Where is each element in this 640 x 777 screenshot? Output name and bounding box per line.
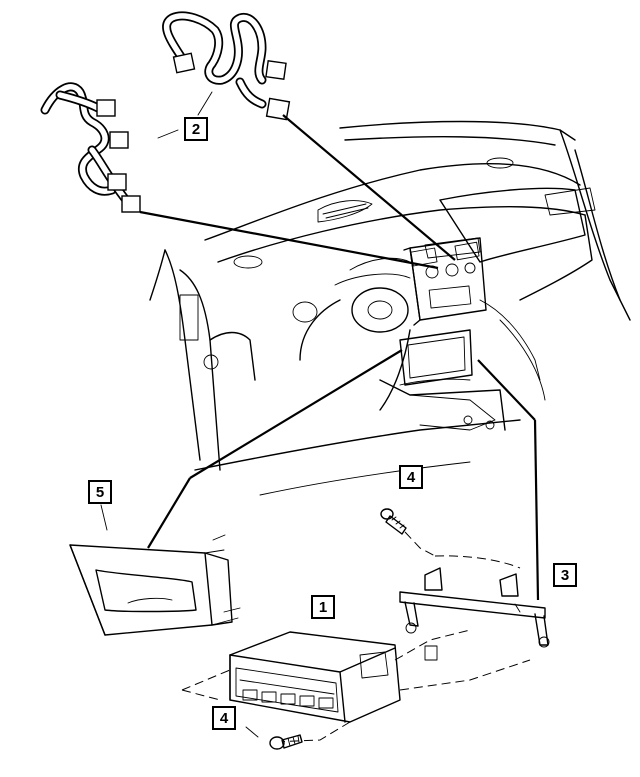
- wiring-harness-upper: [162, 11, 291, 121]
- svg-text:5: 5: [96, 484, 104, 501]
- svg-text:2: 2: [192, 121, 200, 138]
- radio-part-1: [181, 629, 531, 743]
- wiring-harness-lower: [40, 82, 141, 213]
- bezel-part-5: [69, 534, 241, 636]
- svg-text:4: 4: [407, 469, 416, 486]
- svg-text:1: 1: [319, 599, 327, 616]
- svg-text:3: 3: [561, 567, 569, 584]
- svg-text:4: 4: [220, 710, 229, 727]
- callout-4-bottom: 4: [212, 706, 236, 730]
- callout-1: 1: [311, 595, 335, 619]
- screw-bottom: [269, 734, 303, 750]
- callout-4-top: 4: [399, 465, 423, 489]
- bracket-part-3: [399, 555, 550, 648]
- leader-lines: [100, 91, 540, 738]
- callout-3: 3: [553, 563, 577, 587]
- callout-5: 5: [88, 480, 112, 504]
- screw-top: [380, 508, 436, 557]
- instrument-panel: [149, 120, 631, 496]
- callout-2: 2: [184, 117, 208, 141]
